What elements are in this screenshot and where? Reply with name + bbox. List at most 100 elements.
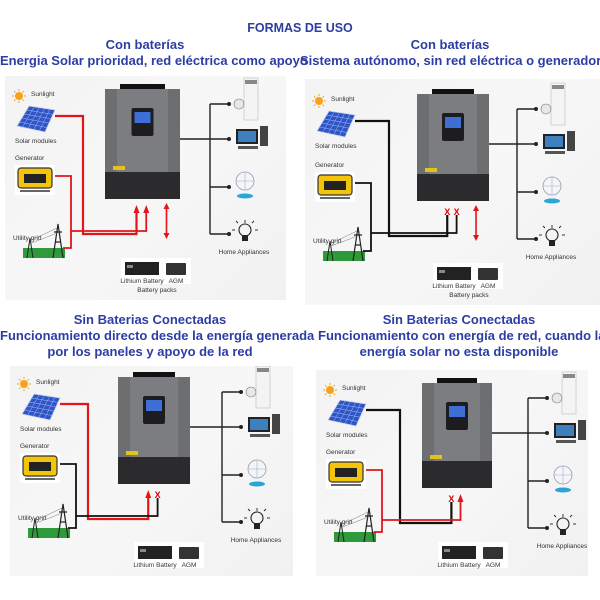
home-appliances-label: Home Appliances [537,543,588,550]
power-tower-icon [23,223,65,259]
air-conditioner-icon [551,371,577,415]
generator-label: Generator [315,162,345,169]
inverter [417,89,489,201]
panel-1-heading-line2: Energia Solar prioridad, red eléctrica c… [0,53,308,68]
grid-input-arrow [457,494,464,502]
main-title: FORMAS DE USO [247,21,353,35]
lithium-battery-icon [437,267,471,280]
grid-input-arrow [143,205,150,213]
solar-panel-icon [327,399,367,427]
home-appliances-label: Home Appliances [231,537,282,544]
solar-modules-label: Solar modules [20,426,62,433]
solar-panel-icon [16,105,56,133]
plug-icon [545,431,549,435]
solar-input-arrow [145,490,152,498]
sun-icon [312,94,326,108]
solar-wire [366,408,453,525]
solar-input-disconnect-mark: X [448,494,454,504]
warning-label [113,166,125,170]
panel-3-heading-line1: Sin Baterias Conectadas [73,312,227,327]
solar-panel-icon [316,110,356,138]
sunlight-label: Sunlight [31,91,55,98]
lithium-battery-label: Lithium Battery [133,562,177,569]
solar-input-disconnect-mark: X [444,207,450,217]
fan-icon [235,171,255,199]
lithium-battery-icon [125,262,159,275]
plug-icon [534,237,538,241]
panel-4-heading-line1: Sin Baterias Conectadas [382,312,536,327]
battery-packs-label: Battery packs [449,292,489,299]
battery-packs-label: Battery packs [137,287,177,294]
light-bulb-icon [232,220,258,241]
generator-icon [20,453,60,483]
agm-label: AGM [486,562,501,569]
plug-icon [534,107,538,111]
lithium-battery-icon [138,546,172,559]
light-bulb-icon [244,508,270,529]
panel-2-heading: Con baterías Sistema autónomo, sin red e… [300,37,600,69]
plug-icon [227,185,231,189]
panel-2-heading-line1: Con baterías [410,37,490,52]
fan-icon [542,176,562,204]
agm-battery-icon [478,268,498,280]
generator-grid-wire [60,463,77,529]
lithium-battery-label: Lithium Battery [120,278,164,285]
plug-icon [239,473,243,477]
utility-grid-label: Utility grid [13,235,42,242]
home-appliances-label: Home Appliances [526,254,577,261]
panel-2-heading-line2: Sistema autónomo, sin red eléctrica o ge… [300,53,600,68]
battery-arrow [163,203,170,239]
panel-3-heading-line2: Funcionamiento directo desde la energía … [0,328,315,343]
agm-battery-icon [483,547,503,559]
warning-label [430,455,442,459]
grid-wire [71,213,148,232]
generator-grid-wire [55,175,72,249]
panel-4-heading: Sin Baterias Conectadas Funcionamiento c… [318,312,600,360]
plug-icon [239,425,243,429]
sunlight-label: Sunlight [36,379,60,386]
sun-icon [12,89,26,103]
home-appliances-label: Home Appliances [219,249,270,256]
utility-grid-label: Utility grid [313,238,342,245]
agm-battery-icon [179,547,199,559]
plug-icon [545,396,549,400]
light-bulb-icon [539,225,565,246]
lithium-battery-icon [442,546,476,559]
lcd-screen [134,112,151,123]
solar-wire [55,114,138,236]
power-tower-icon [28,503,70,539]
plug-icon [545,479,549,483]
agm-label: AGM [169,278,184,285]
sun-icon [323,383,337,397]
solar-input-arrow [133,205,140,213]
power-tower-icon [334,507,376,543]
fan-icon [553,465,573,493]
grid-wire [76,498,159,517]
solar-modules-label: Solar modules [15,138,57,145]
lithium-battery-label: Lithium Battery [437,562,481,569]
solar-modules-label: Solar modules [315,143,357,150]
panel-4-heading-line3: energía solar no esta disponible [359,344,559,359]
plug-icon [545,526,549,530]
air-conditioner-icon [245,366,271,409]
plug-icon [534,190,538,194]
generator-grid-wire [355,182,372,252]
solar-wire [60,402,150,521]
panel-3-heading-line3: por los paneles y apoyo de la red [47,344,253,359]
plug-icon [227,102,231,106]
panel-1-heading: Con baterías Energia Solar prioridad, re… [0,37,308,69]
lithium-battery-label: Lithium Battery [432,283,476,290]
inverter [105,84,180,199]
grid-wire [382,502,462,521]
agm-label: AGM [182,562,197,569]
computer-icon [543,131,575,154]
panel-1-heading-line1: Con baterías [105,37,185,52]
plug-icon [227,232,231,236]
air-conditioner-icon [540,82,566,126]
